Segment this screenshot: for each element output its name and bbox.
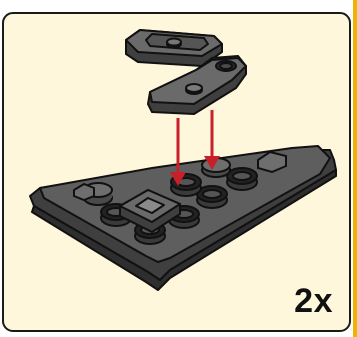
accent-edge	[353, 0, 357, 337]
stud	[227, 168, 257, 190]
quantity-label: 2x	[294, 282, 333, 321]
arrow-left	[170, 118, 186, 186]
